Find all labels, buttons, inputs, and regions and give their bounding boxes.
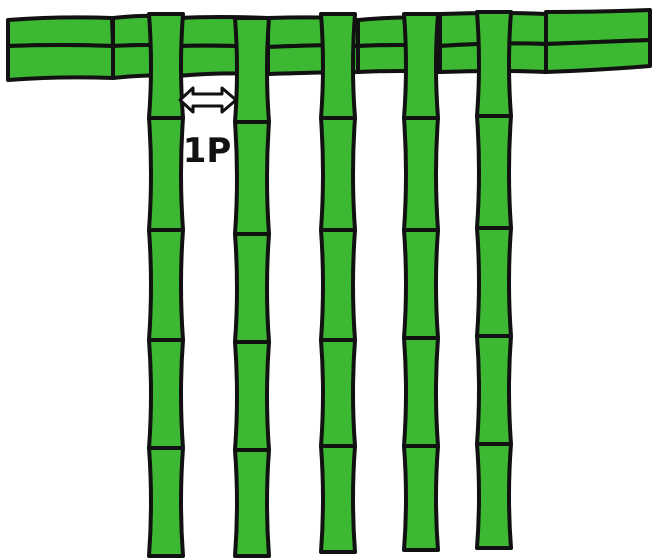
pole-segment [404, 118, 438, 230]
double-headed-arrow-icon [180, 88, 236, 112]
vertical-bamboo-pole-4 [404, 14, 438, 550]
pole-segment [477, 228, 511, 336]
beam-segment [8, 17, 113, 46]
pole-segment [235, 342, 269, 450]
pole-segment [477, 12, 511, 116]
pole-segment [477, 336, 511, 444]
pole-segment [404, 14, 438, 118]
pole-segment [235, 234, 269, 342]
pole-segment [149, 230, 183, 340]
spacing-label: 1P [183, 131, 232, 171]
vertical-bamboo-pole-1 [149, 14, 183, 556]
pole-segment [149, 14, 183, 118]
pole-segment [321, 118, 355, 230]
pole-segment [149, 448, 183, 556]
beam-segment [8, 45, 113, 80]
pole-segment [321, 230, 355, 340]
pole-segment [235, 122, 269, 234]
pole-segment [149, 340, 183, 448]
pole-segment [404, 230, 438, 338]
pole-segment [477, 444, 511, 548]
pole-segment [235, 450, 269, 556]
pole-segment [149, 118, 183, 230]
vertical-bamboo-pole-2 [235, 18, 269, 556]
pole-segment [404, 338, 438, 446]
pole-segment [235, 18, 269, 122]
pole-segment [477, 116, 511, 228]
pole-segment [321, 340, 355, 446]
pole-segment [321, 446, 355, 552]
pole-segment [321, 14, 355, 118]
vertical-bamboo-pole-3 [321, 14, 355, 552]
pole-segment [404, 446, 438, 550]
beam-segment [546, 40, 650, 72]
spacing-annotation: 1P [180, 88, 236, 171]
vertical-bamboo-pole-5 [477, 12, 511, 548]
